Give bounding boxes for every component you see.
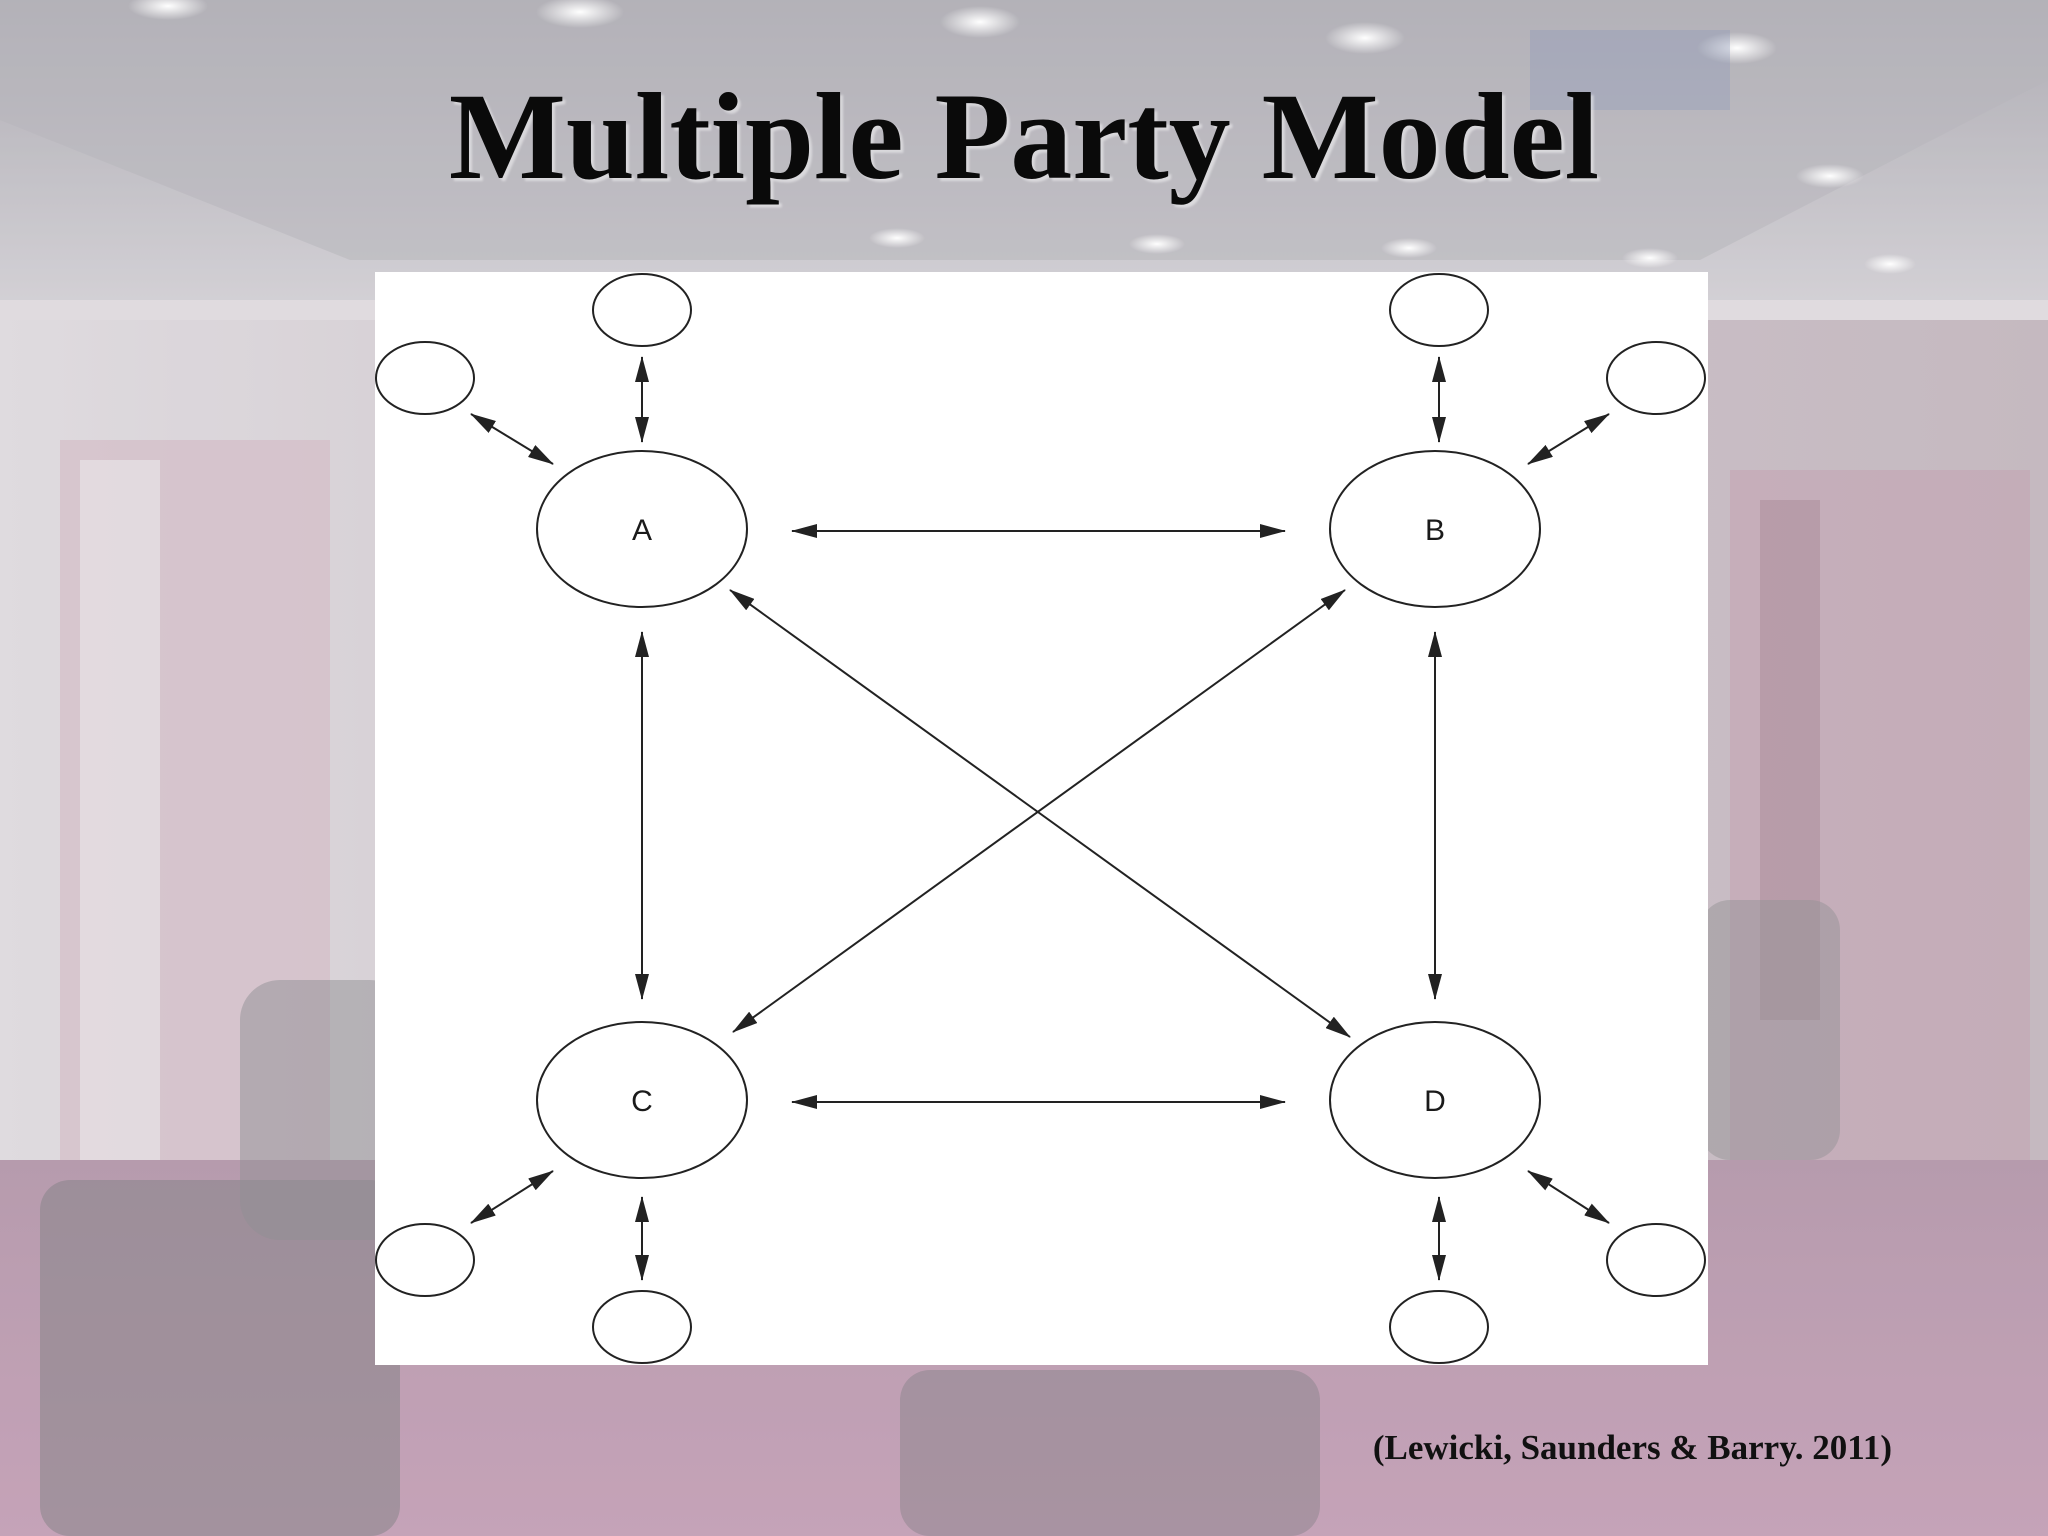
party-node-b: [1329, 450, 1541, 608]
party-node-a: [536, 450, 748, 608]
constituent-node: [1389, 1290, 1489, 1364]
link-a-d-arrow: [729, 589, 1351, 1038]
diagram-canvas: A B C D: [375, 273, 1706, 1364]
constituent-node: [1389, 273, 1489, 347]
party-label-a: A: [632, 514, 652, 547]
multiple-party-diagram: A B C D: [375, 272, 1708, 1365]
party-node-d: [1329, 1021, 1541, 1179]
party-node-c: [536, 1021, 748, 1179]
constituent-link-arrow: [1527, 413, 1610, 465]
party-label-b: B: [1425, 514, 1445, 547]
constituent-node: [592, 273, 692, 347]
party-label-c: C: [631, 1085, 653, 1118]
constituent-node: [1606, 1223, 1706, 1297]
constituent-node: [375, 341, 475, 415]
constituent-node: [375, 1223, 475, 1297]
constituent-link-arrow: [470, 1170, 554, 1224]
constituent-link-arrow: [1527, 1170, 1610, 1224]
link-b-c-arrow: [732, 589, 1346, 1033]
constituent-node: [1606, 341, 1706, 415]
constituent-node: [592, 1290, 692, 1364]
slide-title: Multiple Party Model: [448, 68, 1600, 205]
constituent-link-arrow: [470, 413, 554, 465]
party-label-d: D: [1424, 1085, 1446, 1118]
citation-text: (Lewicki, Saunders & Barry. 2011): [1372, 1428, 1892, 1467]
